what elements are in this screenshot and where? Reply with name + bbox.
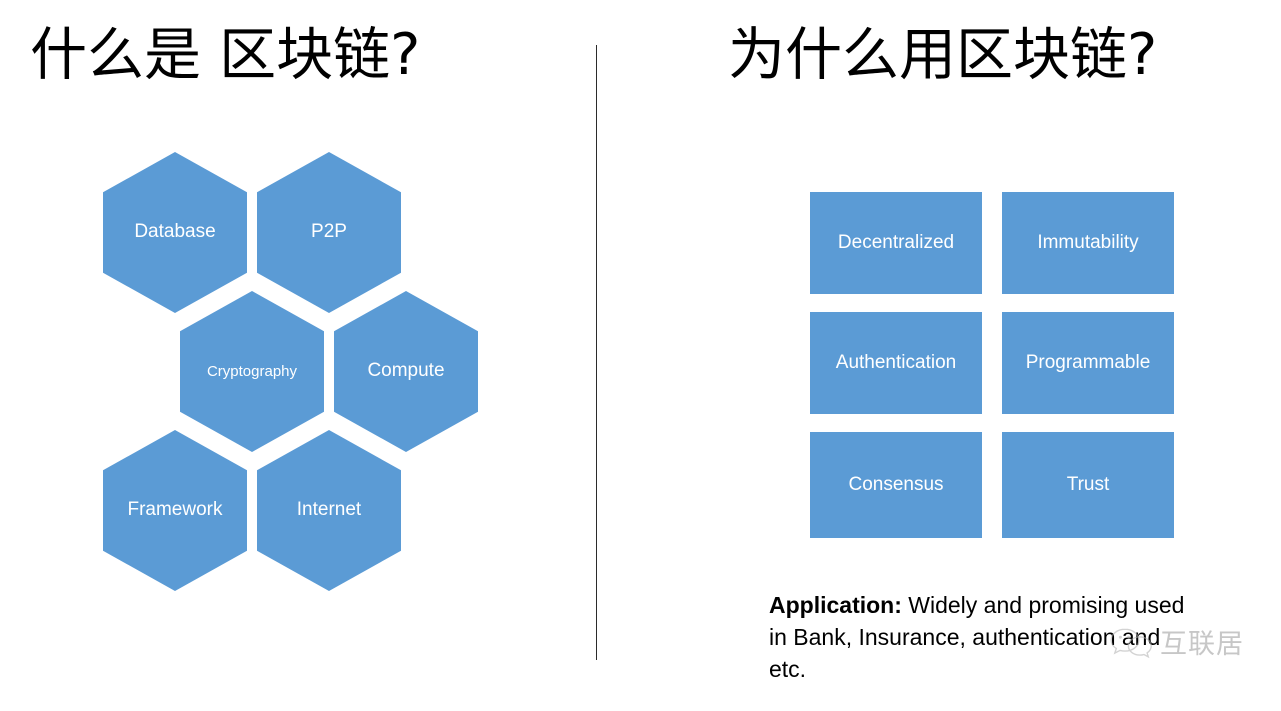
hexagon-honeycomb: Database P2P Cryptography Compute Framew… — [0, 0, 596, 711]
application-label: Application: — [769, 592, 902, 618]
box-immutability-label: Immutability — [1037, 232, 1139, 253]
hex-database[interactable]: Database — [103, 152, 247, 313]
hex-framework-label: Framework — [127, 499, 223, 521]
left-panel-title: 什么是 区块链? — [30, 22, 421, 88]
box-consensus[interactable]: Consensus — [810, 432, 982, 538]
hex-cryptography[interactable]: Cryptography — [180, 291, 324, 452]
right-panel-title: 为什么用区块链? — [728, 22, 1158, 88]
hex-p2p-label: P2P — [311, 221, 347, 243]
box-programmable[interactable]: Programmable — [1002, 312, 1174, 414]
hex-internet-label: Internet — [296, 499, 362, 521]
box-decentralized[interactable]: Decentralized — [810, 192, 982, 294]
box-trust-label: Trust — [1066, 474, 1110, 495]
hex-database-label: Database — [134, 221, 216, 243]
hex-internet[interactable]: Internet — [257, 430, 401, 591]
box-authentication-label: Authentication — [835, 352, 957, 373]
hex-compute-label: Compute — [367, 360, 445, 382]
hex-p2p[interactable]: P2P — [257, 152, 401, 313]
box-consensus-label: Consensus — [848, 474, 944, 495]
application-paragraph: Application: Widely and promising used i… — [769, 589, 1199, 685]
box-programmable-label: Programmable — [1025, 352, 1151, 373]
box-authentication[interactable]: Authentication — [810, 312, 982, 414]
hex-framework[interactable]: Framework — [103, 430, 247, 591]
hex-compute[interactable]: Compute — [334, 291, 478, 452]
benefit-box-grid: Decentralized Immutability Authenticatio… — [810, 192, 1174, 539]
box-immutability[interactable]: Immutability — [1002, 192, 1174, 294]
application-text: Widely and promising used in Bank, Insur… — [769, 592, 1185, 682]
box-decentralized-label: Decentralized — [837, 232, 955, 253]
box-trust[interactable]: Trust — [1002, 432, 1174, 538]
hex-cryptography-label: Cryptography — [206, 362, 298, 380]
panel-divider — [596, 45, 597, 660]
